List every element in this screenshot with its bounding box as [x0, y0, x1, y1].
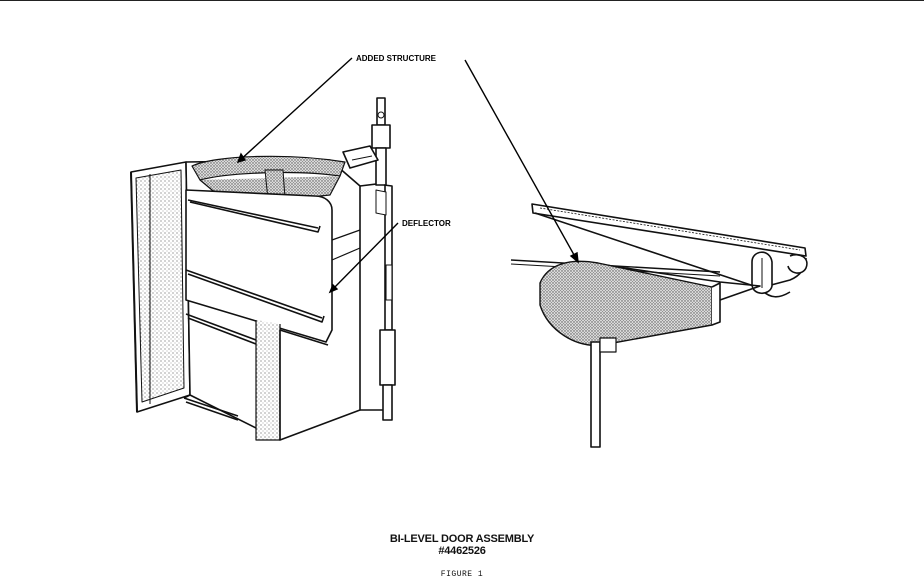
- leader-added-structure-left: [237, 57, 353, 163]
- caption-title: BI-LEVEL DOOR ASSEMBLY: [389, 533, 535, 545]
- callout-deflector: DEFLECTOR: [402, 219, 451, 228]
- door-assembly-left-view: [130, 97, 396, 441]
- caption-part-number: #4462526: [438, 545, 486, 557]
- top-border-rule: [0, 0, 924, 1]
- leader-added-structure-right: [464, 59, 579, 263]
- door-assembly-side-view: [510, 203, 808, 448]
- figure-label: FIGURE 1: [440, 570, 484, 579]
- callout-leaders: [236, 57, 579, 294]
- leader-deflector: [329, 222, 399, 293]
- callout-added-structure: ADDED STRUCTURE: [356, 54, 437, 63]
